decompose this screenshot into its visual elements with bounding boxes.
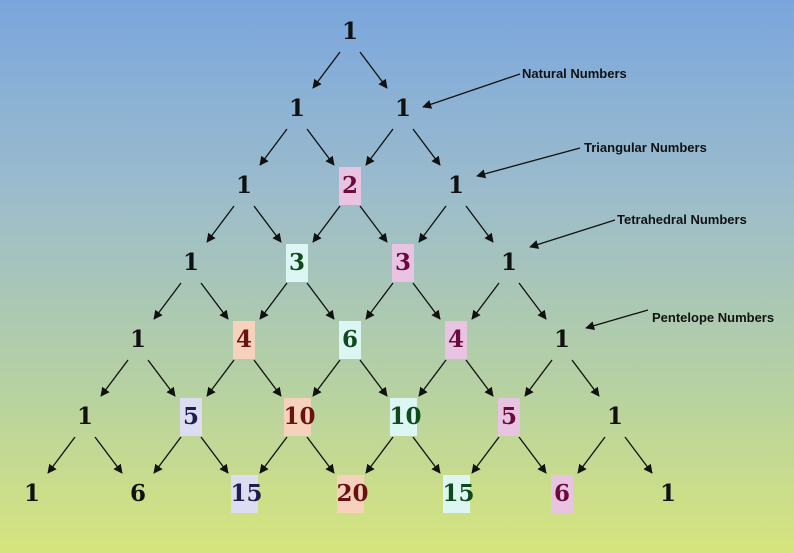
arrow-down-right xyxy=(359,359,388,397)
arrow-down-left xyxy=(259,436,288,474)
number-cell: 1 xyxy=(659,480,676,507)
number-cell: 3 xyxy=(286,244,308,282)
arrow-down-right xyxy=(624,436,653,474)
number-cell: 1 xyxy=(394,95,411,122)
arrow-down-left xyxy=(259,282,288,320)
arrow-down-left xyxy=(418,205,447,243)
number-cell: 1 xyxy=(553,326,570,353)
number-cell: 2 xyxy=(339,167,361,205)
arrow-down-right xyxy=(200,282,229,320)
arrow-down-right xyxy=(465,205,494,243)
arrow-down-right xyxy=(306,436,335,474)
number-cell: 1 xyxy=(288,95,305,122)
number-cell: 6 xyxy=(339,321,361,359)
arrow-down-left xyxy=(100,359,129,397)
pentelope-numbers-label: Pentelope Numbers xyxy=(652,310,775,325)
arrow-down-left xyxy=(577,436,606,474)
arrow-down-left xyxy=(365,282,394,320)
arrow-down-right xyxy=(147,359,176,397)
arrow-down-left xyxy=(312,205,341,243)
number-cell: 1 xyxy=(447,172,464,199)
label-pointer-arrow xyxy=(529,219,616,249)
arrow-down-left xyxy=(365,128,394,166)
number-cell: 1 xyxy=(341,18,358,45)
triangular-numbers-label: Triangular Numbers xyxy=(584,140,707,155)
arrow-down-left xyxy=(153,436,182,474)
arrow-down-right xyxy=(253,205,282,243)
arrow-down-left xyxy=(312,359,341,397)
arrow-down-right xyxy=(253,359,282,397)
label-pointer-arrow xyxy=(476,147,581,179)
arrow-down-right xyxy=(200,436,229,474)
arrow-down-left xyxy=(206,359,235,397)
number-cell: 6 xyxy=(551,475,573,513)
number-cell: 1 xyxy=(235,172,252,199)
number-cell: 1 xyxy=(606,403,623,430)
arrow-down-right xyxy=(306,282,335,320)
arrow-down-right xyxy=(306,128,335,166)
arrow-down-right xyxy=(94,436,123,474)
number-cell: 15 xyxy=(230,475,263,513)
arrow-layer xyxy=(47,51,653,474)
natural-numbers-label: Natural Numbers xyxy=(522,66,627,81)
number-cell: 1 xyxy=(129,326,146,353)
number-cell: 15 xyxy=(442,475,475,513)
arrow-down-left xyxy=(418,359,447,397)
number-cell: 4 xyxy=(233,321,255,359)
arrow-down-left xyxy=(153,282,182,320)
arrow-down-right xyxy=(412,282,441,320)
arrow-down-right xyxy=(465,359,494,397)
arrow-down-right xyxy=(412,128,441,166)
arrow-down-right xyxy=(359,205,388,243)
arrow-down-right xyxy=(518,436,547,474)
number-cell: 10 xyxy=(389,398,422,436)
arrow-down-left xyxy=(312,51,341,89)
arrow-down-left xyxy=(471,436,500,474)
arrow-down-right xyxy=(571,359,600,397)
arrow-down-left xyxy=(47,436,76,474)
number-cell: 1 xyxy=(182,249,199,276)
label-pointer-arrow xyxy=(585,309,649,331)
label-arrow-layer xyxy=(422,73,649,331)
label-pointer-arrow xyxy=(422,73,521,109)
number-cell: 20 xyxy=(336,475,369,513)
arrow-down-right xyxy=(518,282,547,320)
number-cell: 6 xyxy=(129,480,146,507)
number-cell: 1 xyxy=(23,480,40,507)
number-cell: 1 xyxy=(500,249,517,276)
arrow-down-left xyxy=(259,128,288,166)
number-cell: 5 xyxy=(498,398,520,436)
arrow-down-left xyxy=(206,205,235,243)
arrow-down-left xyxy=(365,436,394,474)
arrow-down-left xyxy=(524,359,553,397)
number-cell: 4 xyxy=(445,321,467,359)
arrow-down-left xyxy=(471,282,500,320)
tetrahedral-numbers-label: Tetrahedral Numbers xyxy=(617,212,747,227)
arrow-down-right xyxy=(412,436,441,474)
number-cell: 1 xyxy=(76,403,93,430)
number-cell: 10 xyxy=(283,398,316,436)
arrow-down-right xyxy=(359,51,388,89)
number-cell: 3 xyxy=(392,244,414,282)
number-cell: 5 xyxy=(180,398,202,436)
